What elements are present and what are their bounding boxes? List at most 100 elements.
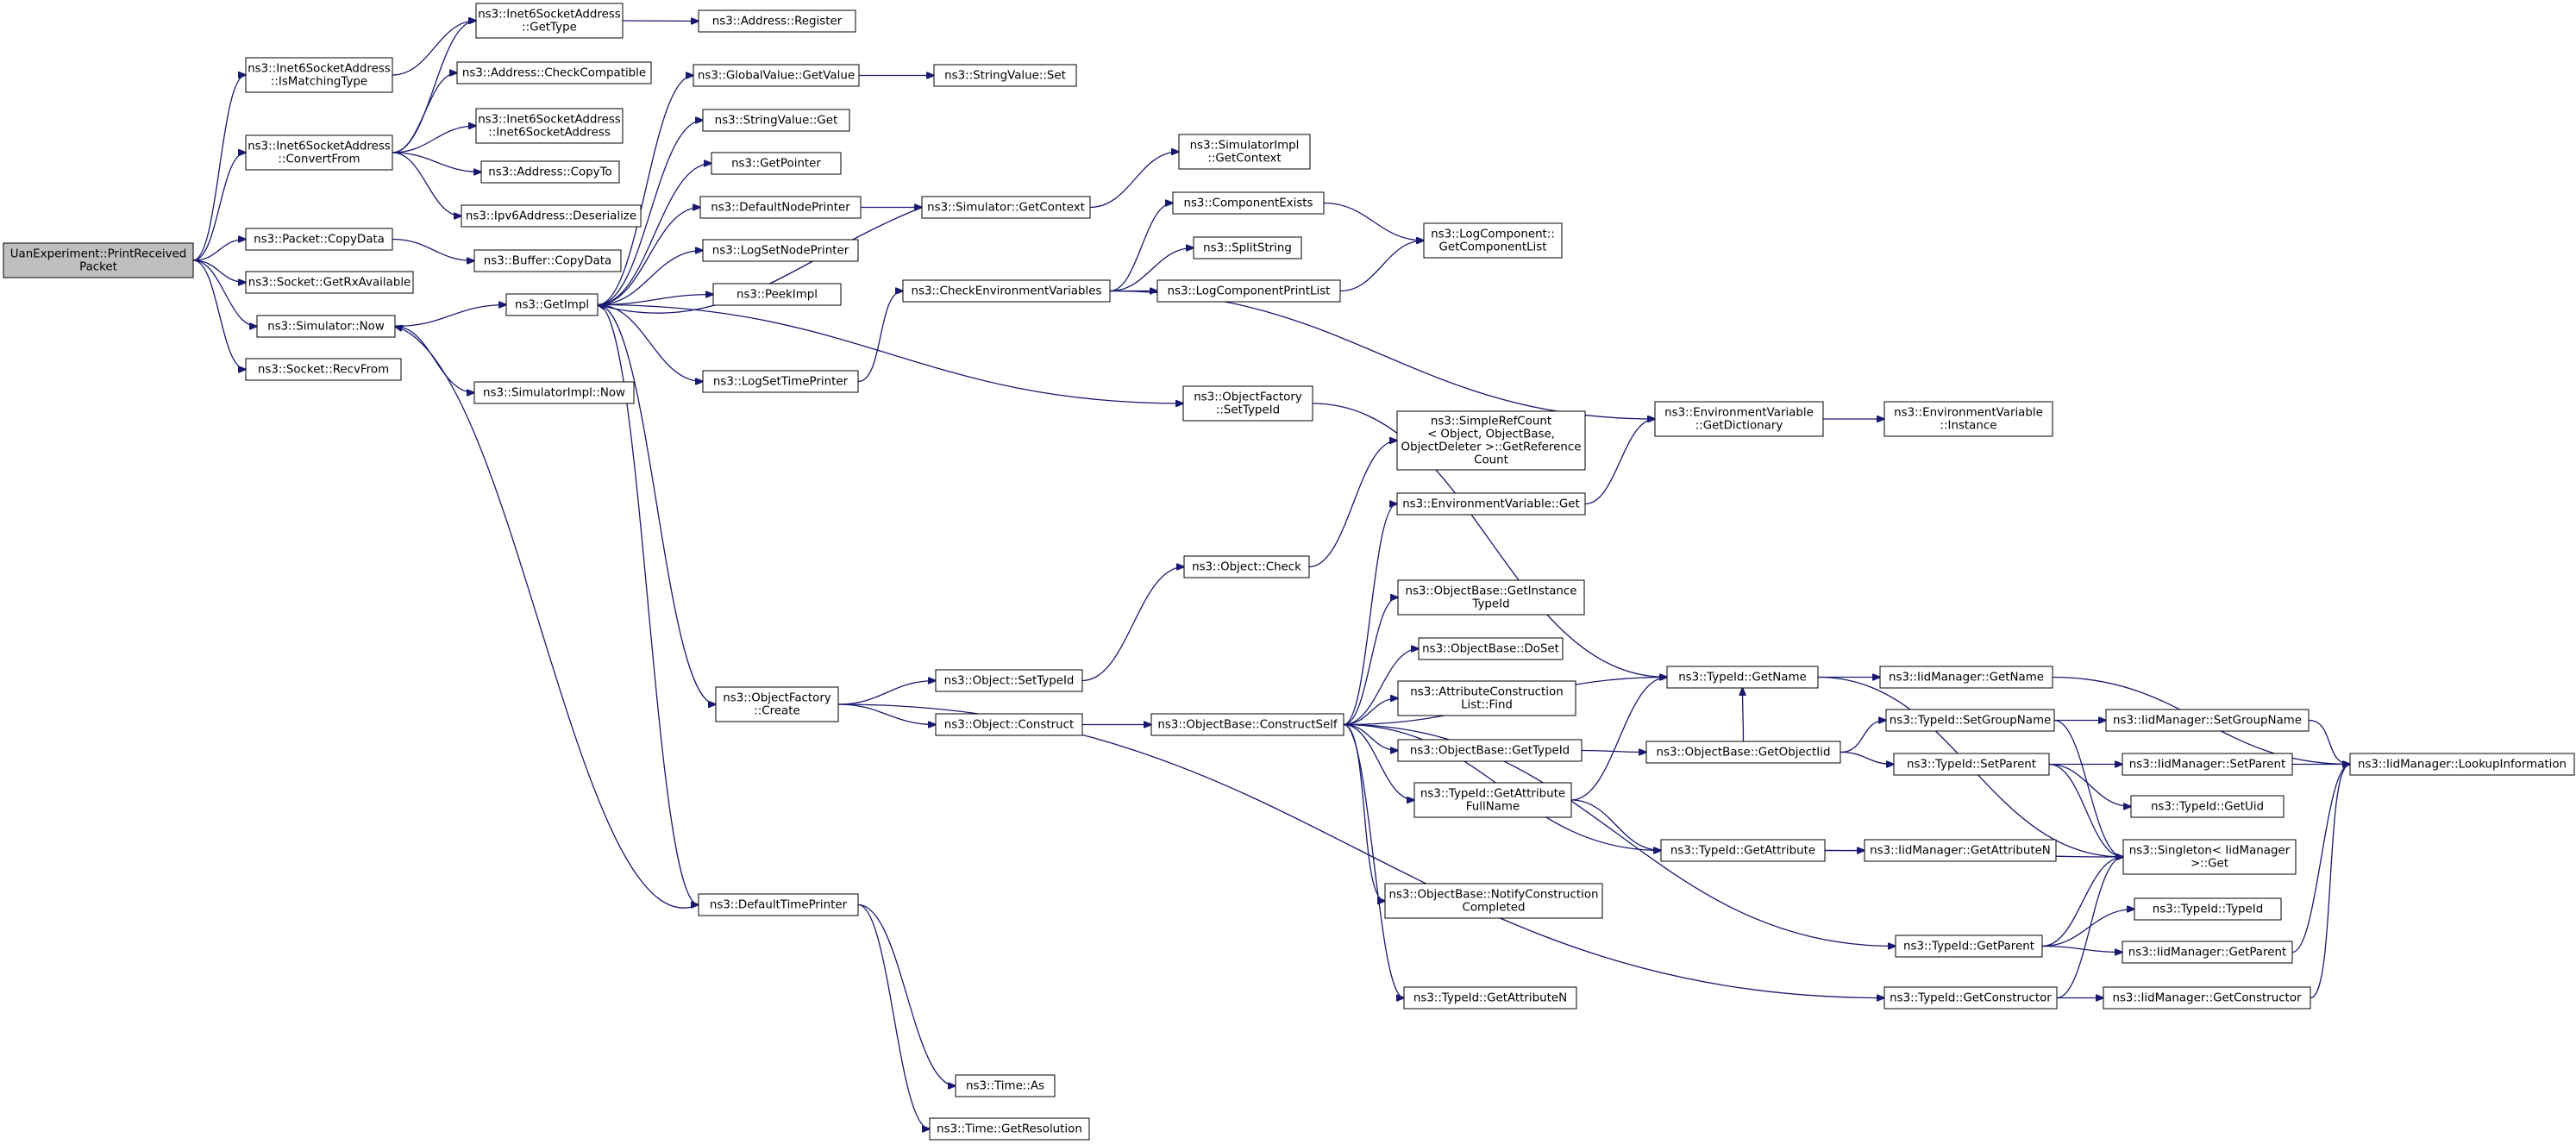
node-split-string[interactable]: ns3::SplitString [1193, 236, 1302, 259]
node-iid-get-attr-n[interactable]: ns3::IidManager::GetAttributeN [1864, 839, 2057, 862]
node-label-line: ns3::Singleton< IidManager [2129, 845, 2291, 858]
node-label-line: ns3::TypeId::GetUid [2151, 801, 2264, 814]
node-tid-get-uid[interactable]: ns3::TypeId::GetUid [2130, 795, 2285, 818]
node-label-line: ns3::Inet6SocketAddress [478, 9, 621, 22]
node-label-line: ::SetTypeId [1216, 404, 1280, 417]
node-sv-get[interactable]: ns3::StringValue::Get [702, 109, 850, 132]
node-tid-get-attribute[interactable]: ns3::TypeId::GetAttribute [1660, 839, 1826, 862]
node-label-line: < Object, ObjectBase, [1427, 428, 1555, 441]
edge-get-impl-to-sv-get [597, 121, 703, 306]
node-ob-do-set[interactable]: ns3::ObjectBase::DoSet [1418, 637, 1564, 660]
node-addr-copy-to[interactable]: ns3::Address::CopyTo [480, 160, 620, 184]
edge-ob-get-object-iid-to-tid-get-name [1743, 688, 1744, 742]
node-tid-get-constructor[interactable]: ns3::TypeId::GetConstructor [1883, 986, 2058, 1010]
node-iid-lookup[interactable]: ns3::IidManager::LookupInformation [2349, 753, 2575, 776]
node-get-impl[interactable]: ns3::GetImpl [505, 293, 599, 316]
node-obj-check[interactable]: ns3::Object::Check [1183, 555, 1310, 578]
node-buf-copy-data[interactable]: ns3::Buffer::CopyData [473, 249, 622, 272]
node-box [245, 57, 393, 93]
node-env-instance[interactable]: ns3::EnvironmentVariable::Instance [1883, 401, 2053, 437]
node-box [2103, 986, 2311, 1010]
node-ob-construct-self[interactable]: ns3::ObjectBase::ConstructSelf [1150, 713, 1344, 736]
node-get-pointer[interactable]: ns3::GetPointer [711, 152, 842, 175]
node-sim-impl-get-context[interactable]: ns3::SimulatorImpl::GetContext [1178, 134, 1311, 170]
node-is-match[interactable]: ns3::Inet6SocketAddress::IsMatchingType [245, 57, 393, 93]
node-label-line: ns3::TypeId::SetGroupName [1890, 715, 2052, 728]
node-box [1660, 839, 1826, 862]
node-box [245, 358, 402, 381]
node-obj-construct[interactable]: ns3::Object::Construct [935, 713, 1083, 736]
node-singleton-get[interactable]: ns3::Singleton< IidManager>::Get [2122, 839, 2297, 875]
node-env-get[interactable]: ns3::EnvironmentVariable::Get [1396, 492, 1586, 516]
node-label-line: ns3::Address::Register [712, 16, 843, 28]
node-label-line: ns3::GetPointer [731, 158, 821, 171]
node-iid-get-name[interactable]: ns3::IidManager::GetName [1879, 666, 2053, 689]
node-label-line: ns3::CheckEnvironmentVariables [912, 285, 1102, 298]
node-get-rx-avail[interactable]: ns3::Socket::GetRxAvailable [245, 271, 414, 294]
node-box [693, 64, 860, 87]
edge-of-create-to-obj-construct [837, 703, 936, 725]
node-def-node-printer[interactable]: ns3::DefaultNodePrinter [699, 196, 862, 219]
node-comp-exists[interactable]: ns3::ComponentExists [1172, 191, 1325, 215]
node-label-line: ns3::SimulatorImpl [1190, 140, 1300, 153]
node-tid-get-parent[interactable]: ns3::TypeId::GetParent [1895, 935, 2043, 958]
node-def-time-printer[interactable]: ns3::DefaultTimePrinter [698, 893, 859, 916]
node-box [475, 108, 624, 144]
node-i6-get-type[interactable]: ns3::Inet6SocketAddress::GetType [475, 3, 624, 39]
node-iid-set-parent[interactable]: ns3::IidManager::SetParent [2122, 753, 2293, 776]
node-env-get-dict[interactable]: ns3::EnvironmentVariable::GetDictionary [1654, 401, 1824, 437]
node-label-line: ns3::Inet6SocketAddress [248, 141, 391, 153]
node-i6-ctor[interactable]: ns3::Inet6SocketAddress::Inet6SocketAddr… [475, 108, 624, 144]
edge-comp-exists-to-log-comp-get-list [1323, 202, 1424, 241]
node-tid-get-name[interactable]: ns3::TypeId::GetName [1666, 666, 1819, 689]
edge-def-time-printer-to-time-get-res [857, 903, 930, 1129]
node-log-comp-print-list[interactable]: ns3::LogComponentPrintList [1156, 279, 1341, 303]
node-log-set-time-printer[interactable]: ns3::LogSetTimePrinter [702, 370, 859, 393]
node-ob-notify-constr[interactable]: ns3::ObjectBase::NotifyConstructionCompl… [1384, 883, 1603, 919]
edge-tid-get-parent-to-iid-get-parent [2041, 945, 2122, 953]
node-check-env-vars[interactable]: ns3::CheckEnvironmentVariables [902, 279, 1111, 303]
node-convert-from[interactable]: ns3::Inet6SocketAddress::ConvertFrom [245, 134, 393, 171]
node-box [2122, 839, 2297, 875]
node-of-create[interactable]: ns3::ObjectFactory::Create [715, 686, 839, 722]
node-gv-get-value[interactable]: ns3::GlobalValue::GetValue [693, 64, 860, 87]
node-addr-register[interactable]: ns3::Address::Register [698, 9, 856, 33]
node-log-set-node-printer[interactable]: ns3::LogSetNodePrinter [702, 239, 859, 262]
node-tid-set-parent[interactable]: ns3::TypeId::SetParent [1893, 753, 2050, 776]
node-sv-set[interactable]: ns3::StringValue::Set [933, 64, 1077, 87]
node-obj-set-type-id[interactable]: ns3::Object::SetTypeId [935, 669, 1083, 692]
node-log-comp-get-list[interactable]: ns3::LogComponent::GetComponentList [1423, 222, 1563, 259]
node-ob-get-type-id[interactable]: ns3::ObjectBase::GetTypeId [1397, 739, 1583, 762]
node-iid-get-parent[interactable]: ns3::IidManager::GetParent [2122, 941, 2293, 964]
edge-convert-from-to-addr-copy-to [392, 152, 481, 172]
node-label-line: ns3::GlobalValue::GetValue [698, 70, 855, 83]
node-iid-set-group-name[interactable]: ns3::IidManager::SetGroupName [2105, 709, 2310, 732]
node-label-line: UanExperiment::PrintReceived [10, 248, 187, 261]
node-time-get-res[interactable]: ns3::Time::GetResolution [929, 1117, 1090, 1141]
node-label-line: ns3::ObjectFactory [723, 692, 831, 705]
node-src-get-ref[interactable]: ns3::SimpleRefCount< Object, ObjectBase,… [1396, 410, 1586, 471]
node-recv-from[interactable]: ns3::Socket::RecvFrom [245, 358, 402, 381]
edge-ob-construct-self-to-ob-get-inst-tid [1343, 597, 1398, 726]
node-of-set-type-id[interactable]: ns3::ObjectFactory::SetTypeId [1182, 385, 1313, 422]
node-time-as[interactable]: ns3::Time::As [955, 1074, 1056, 1097]
node-ipv6-deser[interactable]: ns3::Ipv6Address::Deserialize [461, 204, 642, 228]
node-sim-impl-now[interactable]: ns3::SimulatorImpl::Now [473, 381, 635, 404]
edge-ob-construct-self-to-ob-get-type-id [1343, 723, 1398, 751]
node-check-compat[interactable]: ns3::Address::CheckCompatible [456, 61, 652, 84]
node-label-line: ::GetContext [1207, 153, 1281, 166]
node-sim-get-context[interactable]: ns3::Simulator::GetContext [921, 196, 1091, 219]
node-ob-get-object-iid[interactable]: ns3::ObjectBase::GetObjectIid [1645, 741, 1841, 764]
node-tid-type-id[interactable]: ns3::TypeId::TypeId [2134, 897, 2282, 921]
node-iid-get-constructor[interactable]: ns3::IidManager::GetConstructor [2103, 986, 2311, 1010]
node-pkt-copy-data[interactable]: ns3::Packet::CopyData [245, 228, 393, 251]
node-peek-impl[interactable]: ns3::PeekImpl [712, 283, 842, 306]
node-sim-now[interactable]: ns3::Simulator::Now [256, 315, 396, 338]
edge-root-to-convert-from [192, 153, 246, 261]
node-tid-get-attr-n[interactable]: ns3::TypeId::GetAttributeN [1403, 986, 1577, 1010]
node-tid-set-group-name[interactable]: ns3::TypeId::SetGroupName [1885, 709, 2055, 732]
